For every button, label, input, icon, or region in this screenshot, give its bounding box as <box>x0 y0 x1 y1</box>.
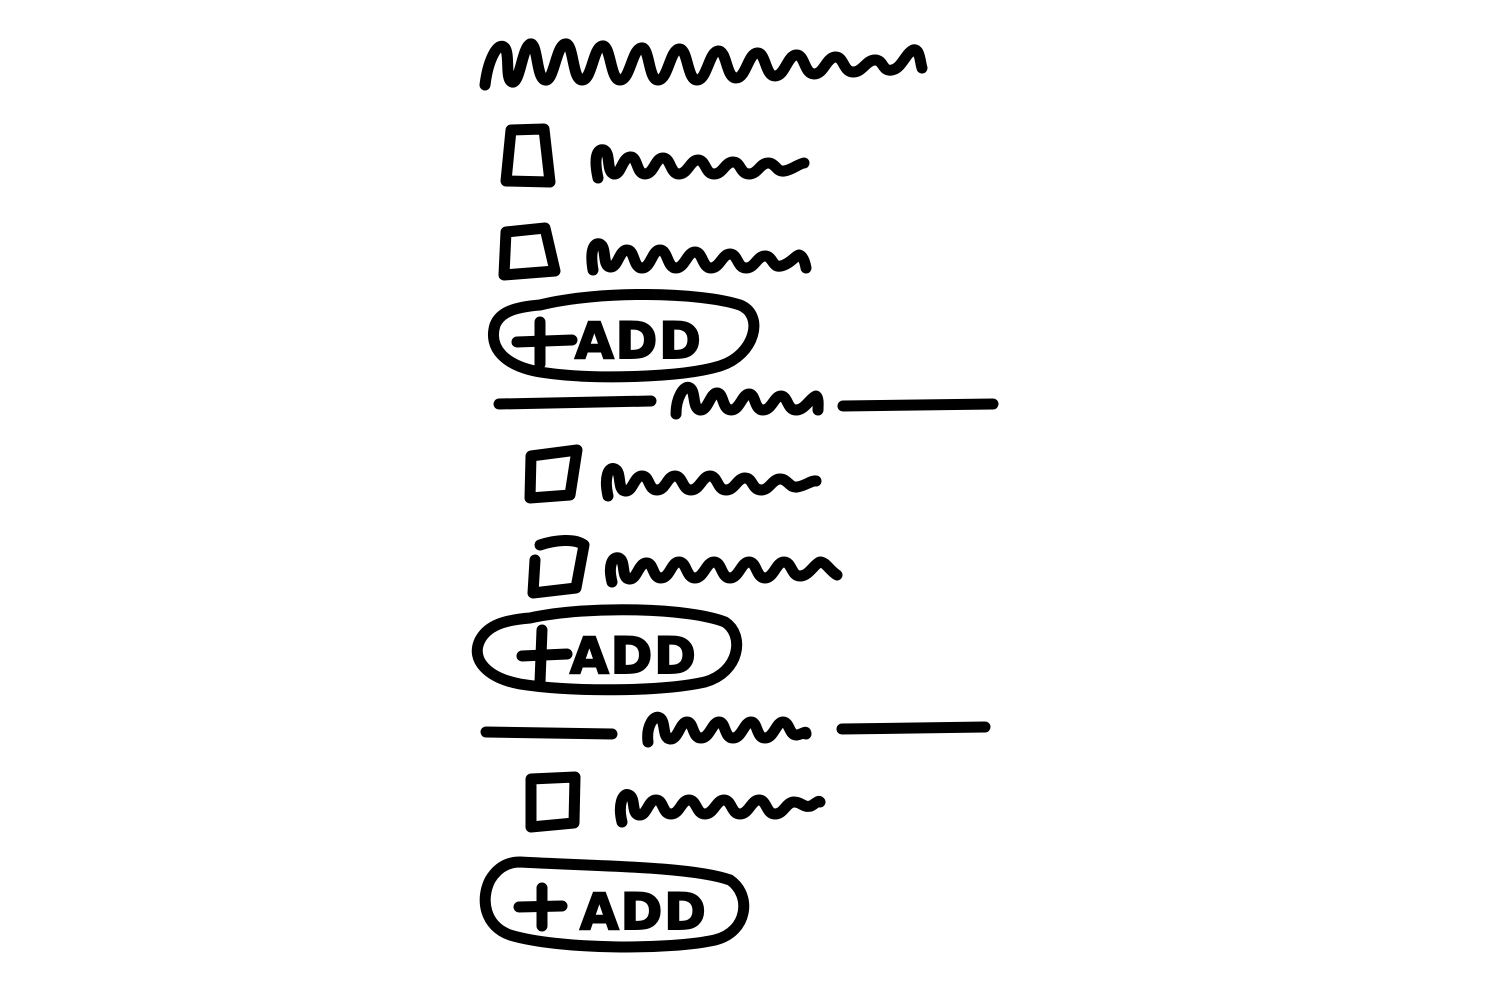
item-label <box>590 144 810 184</box>
divider-right <box>837 398 999 412</box>
section-heading <box>670 382 824 420</box>
item-label <box>586 238 812 276</box>
add-button[interactable]: ADD <box>479 856 750 953</box>
section-heading <box>642 711 812 748</box>
add-button-outline <box>488 288 760 383</box>
plus-icon <box>513 882 568 932</box>
item-label <box>604 552 843 588</box>
plus-icon <box>511 316 578 370</box>
list-item <box>524 444 822 504</box>
list-item <box>525 771 826 833</box>
list-item <box>498 222 812 281</box>
divider-left <box>480 726 618 740</box>
checkbox[interactable] <box>498 222 561 281</box>
section-2: ADD <box>471 382 999 696</box>
page-title <box>479 38 928 91</box>
item-label <box>614 789 826 828</box>
add-button-label: ADD <box>580 883 708 941</box>
list-item <box>527 535 843 599</box>
list-item <box>500 123 810 188</box>
add-button-outline <box>471 604 743 696</box>
section-1: ADD <box>488 123 812 383</box>
section-header <box>493 382 999 420</box>
add-button-outline <box>479 856 750 953</box>
checkbox[interactable] <box>500 123 556 188</box>
add-button[interactable]: ADD <box>471 604 743 696</box>
add-button-label: ADD <box>570 627 698 685</box>
checkbox[interactable] <box>525 771 581 833</box>
add-button-label: ADD <box>575 312 703 370</box>
add-button[interactable]: ADD <box>488 288 760 383</box>
divider-left <box>493 395 657 410</box>
plus-icon <box>516 624 573 688</box>
section-header <box>480 711 991 748</box>
checkbox[interactable] <box>527 535 590 599</box>
item-label <box>600 463 822 502</box>
divider-right <box>836 721 991 735</box>
checkbox[interactable] <box>524 444 583 504</box>
section-3: ADD <box>479 711 991 953</box>
